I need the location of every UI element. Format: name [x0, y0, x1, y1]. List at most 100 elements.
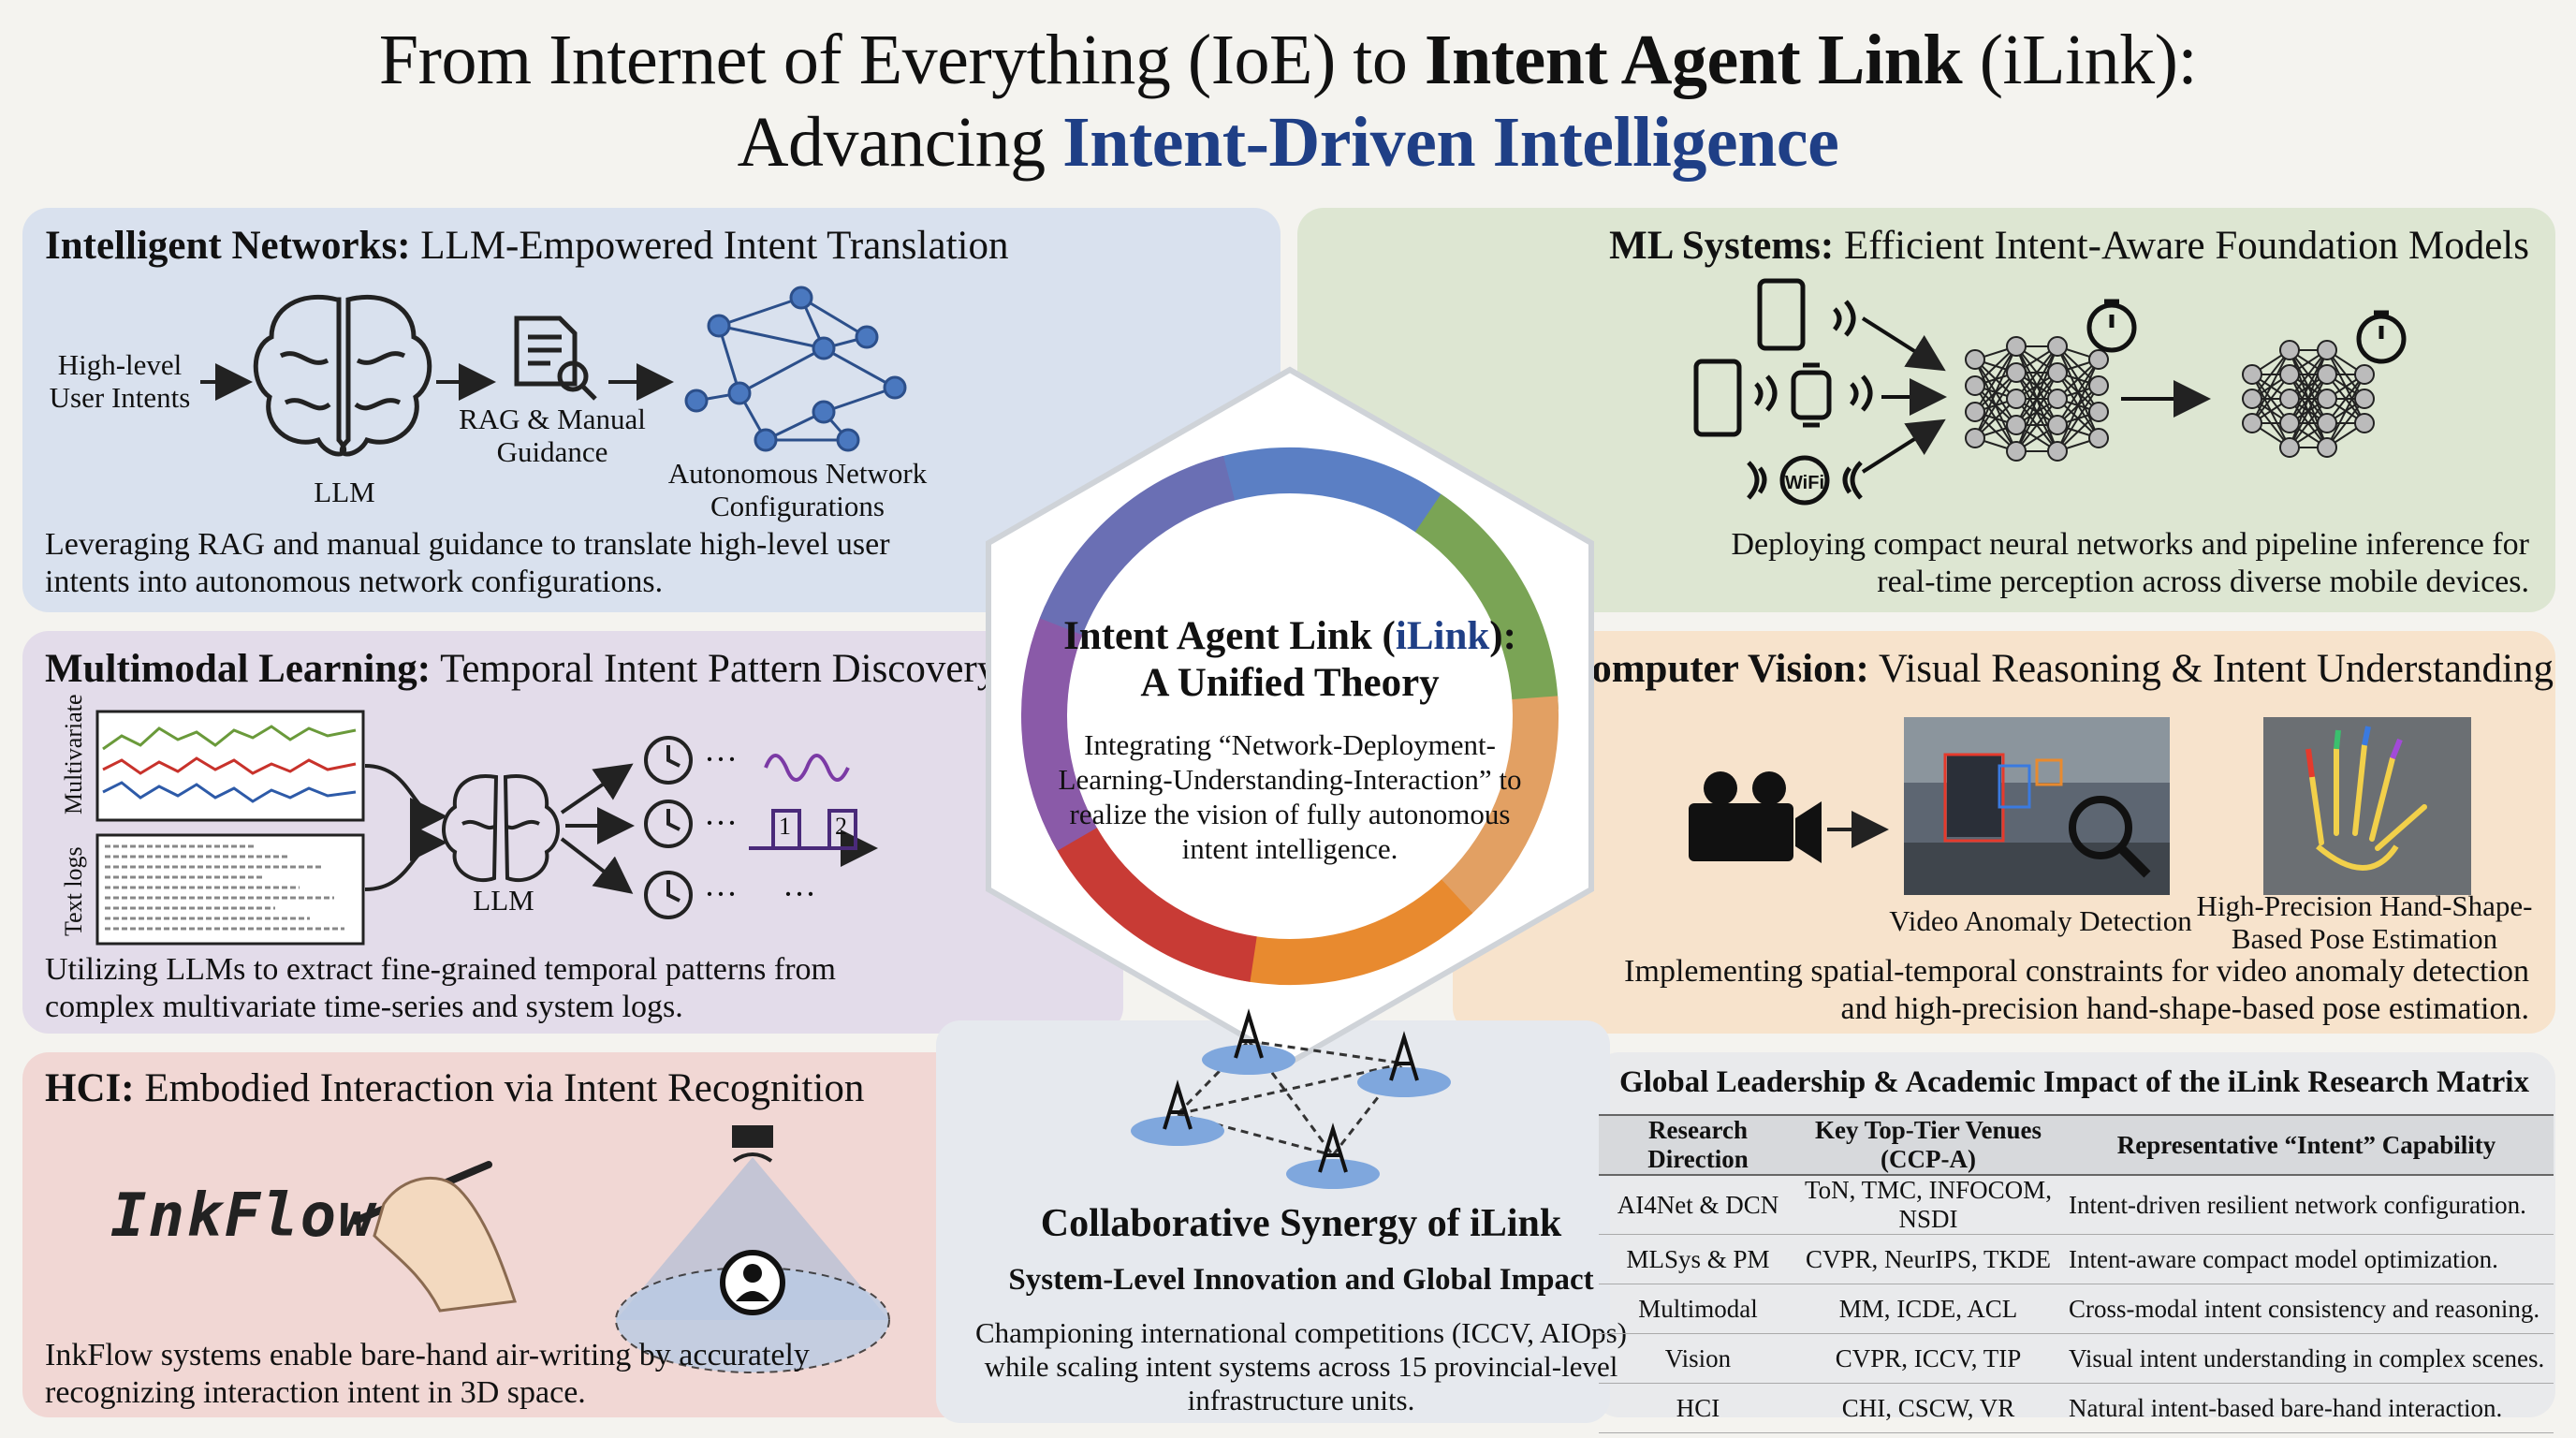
clock-icon-2: [644, 800, 693, 848]
wifi-label: WiFi: [1785, 473, 1824, 493]
text-log-panel: [95, 833, 365, 946]
neuron: [2279, 437, 2300, 458]
center-description: Integrating “Network-Deployment-Learning…: [1058, 728, 1522, 865]
neural-network-icon-small: [2242, 340, 2375, 458]
neuron: [2354, 413, 2375, 433]
video-anomaly-caption: Video Anomaly Detection: [1889, 904, 2192, 937]
ring-segment: [1414, 493, 1559, 712]
center-circle: [1067, 493, 1513, 939]
synergy-panel: [936, 1020, 1610, 1423]
neuron: [2317, 413, 2337, 433]
neuron: [1965, 428, 1985, 448]
neuron: [2354, 364, 2375, 385]
sequence-box-1: 1: [779, 813, 791, 840]
signal-icon: [1833, 300, 1856, 337]
phone-icon-2: [1693, 359, 1742, 437]
hand-pose-caption: High-Precision Hand-Shape-Based Pose Est…: [2196, 889, 2533, 955]
ellipsis-2: ···: [704, 804, 738, 842]
networks-llm-label: LLM: [314, 476, 375, 508]
research-matrix-table: Research Direction Key Top-Tier Venues (…: [1599, 1114, 2554, 1433]
detection-box: [1998, 764, 2031, 809]
neuron: [2242, 364, 2262, 385]
title-suffix: (iLink):: [1979, 21, 2198, 99]
sensor-cone: [615, 1125, 890, 1373]
ring-segment: [1050, 816, 1258, 982]
vision-title: Computer Vision: Visual Reasoning & Inte…: [1562, 647, 2554, 691]
hci-description: InkFlow systems enable bare-hand air-wri…: [45, 1338, 810, 1410]
neuron: [2088, 428, 2109, 448]
neuron: [2088, 349, 2109, 370]
phone-icon: [1757, 278, 1806, 351]
neuron: [2317, 340, 2337, 360]
neuron: [2317, 437, 2337, 458]
header-direction: Research Direction: [1599, 1114, 1797, 1176]
neuron: [2047, 441, 2068, 462]
neuron: [2354, 389, 2375, 409]
video-frame: [1904, 717, 2170, 895]
neuron: [2047, 389, 2068, 409]
neuron: [2279, 340, 2300, 360]
title-bold: Intent Agent Link: [1424, 21, 1963, 99]
wifi-icon: [1779, 455, 1830, 506]
neuron: [2047, 362, 2068, 383]
stopwatch-icon-2: [2356, 314, 2407, 364]
neuron: [2317, 389, 2337, 409]
networks-title: Intelligent Networks: LLM-Empowered Inte…: [45, 224, 1009, 268]
ring-segment: [1432, 696, 1559, 922]
neuron: [1965, 375, 1985, 396]
detection-box-2: [2035, 758, 2063, 786]
magnifier-icon: [2069, 796, 2132, 859]
neuron: [2047, 336, 2068, 357]
watch-icon: [1791, 370, 1832, 420]
neuron: [2242, 413, 2262, 433]
neural-network-icon: [1965, 336, 2109, 462]
multimodal-description: Utilizing LLMs to extract fine-grained t…: [45, 952, 837, 1024]
networks-description: Leveraging RAG and manual guidance to tr…: [45, 527, 890, 599]
stopwatch-icon: [2086, 302, 2137, 353]
ml-title: ML Systems: Efficient Intent-Aware Found…: [1609, 224, 2529, 268]
synergy-title: Collaborative Synergy of iLink: [1040, 1202, 1562, 1245]
neuron: [2279, 413, 2300, 433]
network-graph-icon: [684, 286, 907, 452]
neuron: [2006, 441, 2027, 462]
subtitle-prefix: Advancing: [737, 103, 1046, 182]
document-search-icon: [514, 315, 597, 401]
neuron: [2317, 364, 2337, 385]
neuron: [1965, 402, 1985, 422]
anomaly-box: [1943, 753, 2005, 843]
ml-description: Deploying compact neural networks and pi…: [1731, 527, 2529, 599]
header-venues: Key Top-Tier Venues (CCP-A): [1797, 1114, 2059, 1176]
multimodal-llm-label: LLM: [473, 884, 534, 917]
center-title: Intent Agent Link (iLink): A Unified The…: [1063, 614, 1516, 705]
video-camera-icon: [1689, 771, 1822, 863]
vision-description: Implementing spatial-temporal constraint…: [1624, 954, 2529, 1026]
matrix-title: Global Leadership & Academic Impact of t…: [1619, 1065, 2529, 1099]
neuron: [2279, 364, 2300, 385]
neuron: [2006, 336, 2027, 357]
ring-segment: [1039, 455, 1236, 636]
title-prefix: From Internet of Everything (IoE) to: [378, 21, 1408, 99]
subtitle-highlight: Intent-Driven Intelligence: [1062, 103, 1839, 182]
neuron: [2088, 402, 2109, 422]
tower-icon-3: [1389, 1031, 1419, 1081]
synergy-subtitle: System-Level Innovation and Global Impac…: [1008, 1263, 1594, 1297]
neuron: [2006, 415, 2027, 435]
hci-panel: [22, 1052, 1071, 1417]
neuron: [2279, 389, 2300, 409]
neuron: [2242, 389, 2262, 409]
ellipsis-1: ···: [704, 741, 738, 778]
center-text: Intent Agent Link (iLink): A Unified The…: [1058, 613, 1522, 866]
brain-icon: [253, 294, 432, 457]
tower-icon-2: [1234, 1008, 1264, 1059]
